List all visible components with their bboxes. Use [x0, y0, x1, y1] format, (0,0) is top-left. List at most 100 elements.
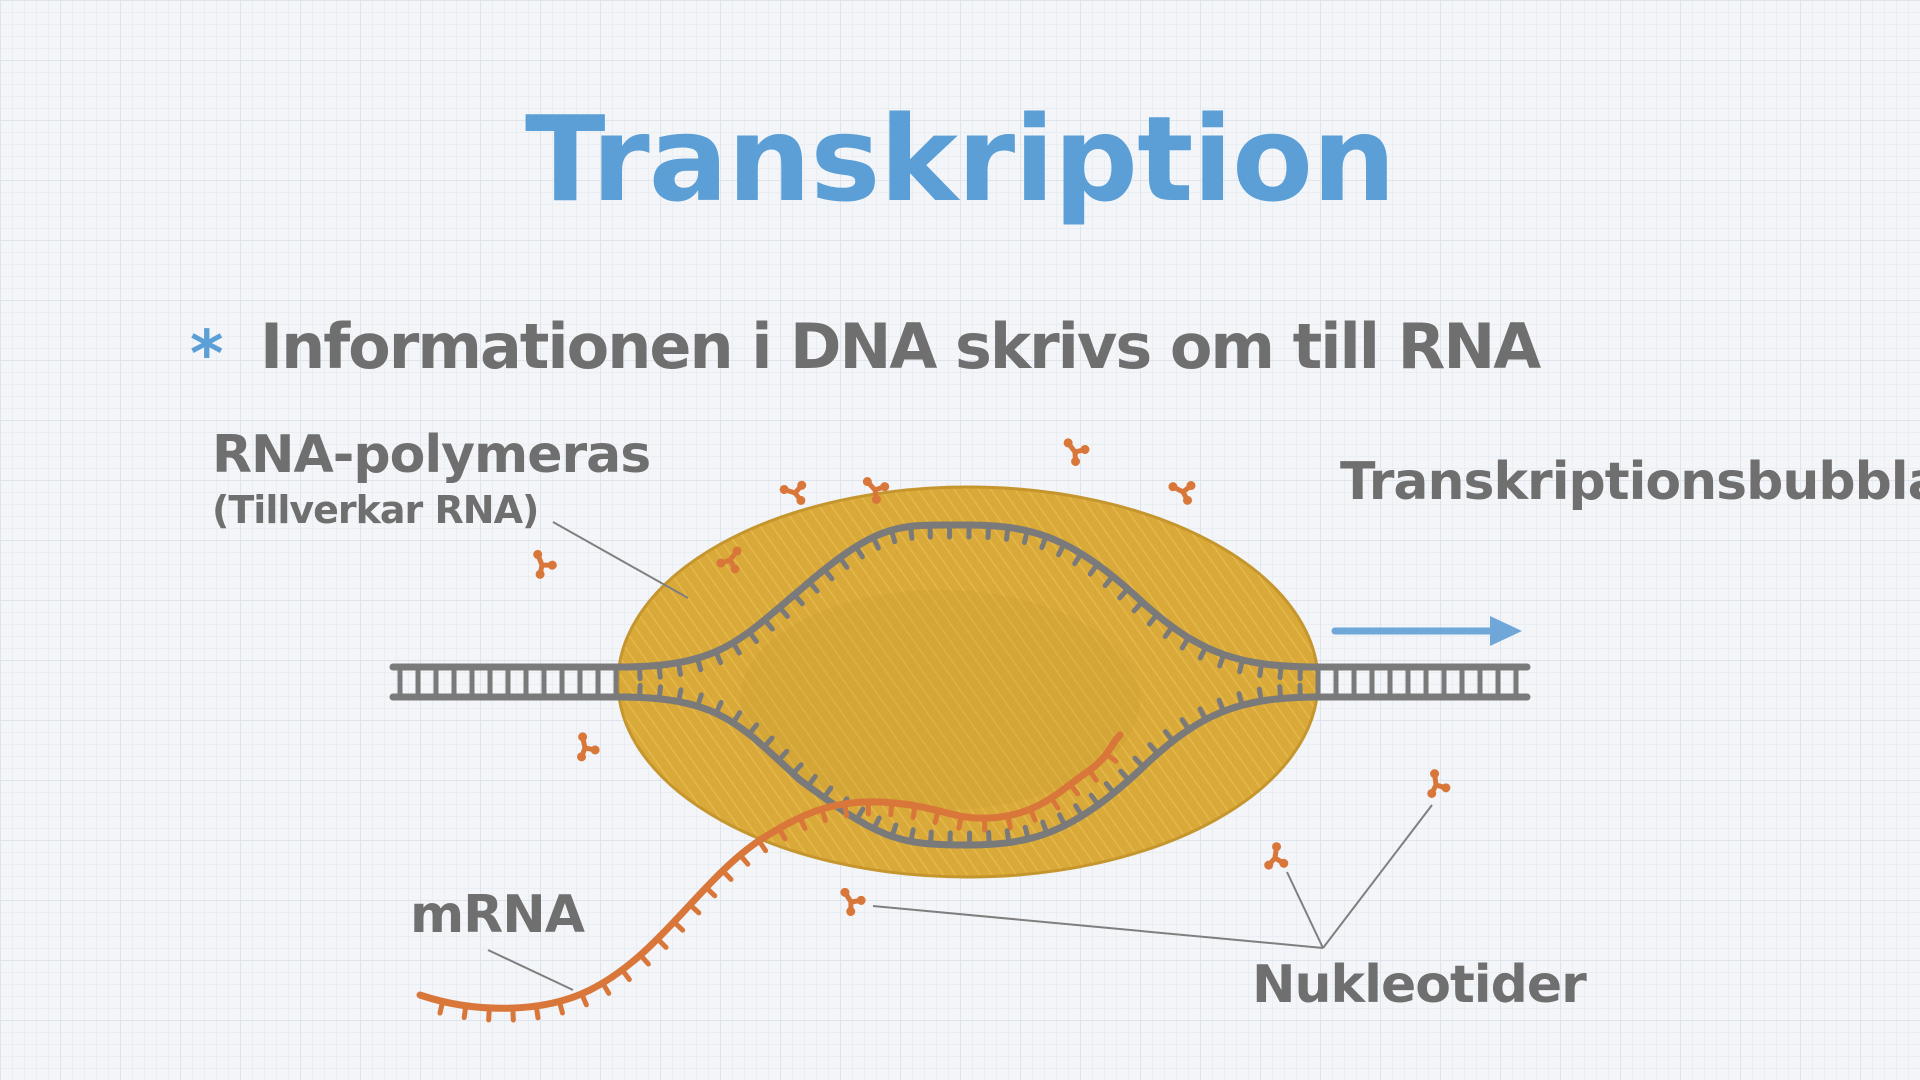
nucleotide-base — [694, 655, 704, 673]
nucleotide-base — [1067, 781, 1081, 797]
nucleotide-base — [730, 710, 743, 726]
nucleotide-base — [910, 803, 918, 821]
dna-right-segment — [1306, 663, 1531, 701]
nucleotide-base — [746, 722, 760, 737]
nucleotide-base — [1022, 824, 1031, 842]
nucleotide-base — [837, 555, 850, 570]
nucleotide-base — [1147, 742, 1161, 757]
nucleotide-base — [792, 592, 805, 607]
nucleotide-base — [889, 822, 899, 839]
nucleotide-base — [737, 852, 751, 867]
nucleotide-base — [1256, 686, 1264, 704]
nucleotide-base — [1197, 644, 1209, 661]
nucleotide-base — [713, 699, 724, 716]
nucleotide-base — [1048, 795, 1061, 811]
nucleotide-base — [1087, 561, 1100, 577]
nucleotide-base — [761, 735, 775, 750]
nucleotide-base — [1118, 768, 1132, 783]
nucleotide-base — [746, 629, 759, 645]
nucleotide-base — [1257, 661, 1265, 678]
nucleotide-base — [888, 527, 898, 545]
label-rna-polymerase-note: (Tillverkar RNA) — [212, 488, 539, 532]
nucleotide-base — [1197, 706, 1209, 723]
bullet-marker-icon: * — [190, 318, 224, 392]
nucleotide-base — [1057, 812, 1068, 828]
nucleotide-base — [854, 806, 866, 822]
nucleotide-base — [1021, 528, 1030, 545]
nucleotide-base — [853, 544, 865, 560]
nucleotide-base — [1039, 533, 1049, 551]
nucleotide-base — [777, 604, 790, 619]
bottom-strand-bases — [637, 682, 1303, 848]
nucleotide-base — [437, 998, 446, 1016]
nucleotide-base — [1103, 781, 1117, 796]
nucleotide-base — [713, 649, 724, 666]
nucleotide-base — [1236, 691, 1245, 708]
nucleotide-base — [486, 1005, 492, 1023]
nucleotide-base — [842, 801, 850, 819]
nucleotide-base — [579, 991, 589, 1008]
nucleotide-base — [687, 902, 702, 916]
nucleotide-base — [533, 1003, 541, 1021]
nucleotide-base — [695, 692, 704, 709]
label-rna-polymerase: RNA-polymeras — [212, 425, 651, 485]
nucleotide-base — [703, 885, 718, 899]
nucleotide-base — [1027, 806, 1038, 823]
nucleotide-base — [1103, 751, 1119, 764]
nucleotide-base — [888, 800, 895, 818]
nucleotide-base — [1056, 541, 1067, 558]
nucleotide-base — [671, 919, 686, 933]
nucleotide-base — [1004, 828, 1012, 846]
pointer-lines — [487, 521, 1433, 991]
nucleotide-base — [730, 640, 742, 656]
nucleotide-base — [819, 806, 828, 823]
nucleotide-base — [656, 684, 663, 702]
nucleotide-base — [1131, 599, 1145, 614]
label-nucleotides: Nukleotider — [1252, 955, 1587, 1015]
nucleotide-base — [986, 829, 992, 847]
nucleotide-base — [1179, 635, 1191, 651]
nucleotide-base — [1003, 524, 1011, 542]
nucleotide-base — [655, 936, 669, 950]
bullet-point: * Informationen i DNA skrivs om till RNA — [190, 305, 1541, 392]
nucleotide-base — [676, 687, 684, 705]
label-mrna: mRNA — [410, 885, 585, 945]
nucleotide-base — [797, 815, 808, 831]
nucleotide-base — [776, 826, 788, 842]
nucleotide-base — [461, 1003, 469, 1021]
nucleotide-base — [776, 748, 790, 763]
nucleotide-base — [556, 998, 565, 1016]
nucleotide-base — [720, 868, 734, 882]
nucleotide-base — [908, 827, 916, 844]
nucleotide-base — [927, 829, 934, 847]
nucleotide-base — [637, 952, 651, 967]
direction-arrow-icon — [1331, 616, 1522, 646]
bullet-text: Informationen i DNA skrivs om till RNA — [260, 309, 1541, 383]
nucleotide-base — [932, 808, 941, 825]
polymerase-shade — [740, 590, 1140, 810]
nucleotide-base — [1277, 663, 1284, 681]
nucleotide-base — [637, 682, 643, 700]
nucleotide-base — [1088, 792, 1101, 808]
nucleotide-base — [1217, 652, 1227, 669]
nucleotide-base — [675, 660, 683, 677]
nucleotide-base — [1162, 624, 1175, 639]
nucleotide-base — [821, 566, 835, 582]
nucleotide-base — [1162, 729, 1176, 744]
nucleotide-base — [1073, 803, 1085, 819]
top-strand-bases — [637, 522, 1303, 682]
nucleotide-base — [1216, 697, 1226, 714]
nucleotide-base — [1146, 612, 1160, 627]
nucleotide-base — [806, 579, 820, 594]
nucleotide-base — [1277, 684, 1284, 702]
nucleotide-base — [1117, 586, 1131, 601]
nucleotide-base — [790, 762, 804, 777]
mrna-strand — [416, 731, 1124, 1012]
nucleotide-base — [756, 838, 769, 854]
nucleotide-base — [762, 617, 775, 632]
nucleotide-base — [1179, 717, 1192, 733]
nucleotide-base — [908, 523, 915, 541]
mrna-bases — [437, 751, 1119, 1023]
nucleotide-base — [985, 523, 992, 541]
nucleotide-base — [1040, 819, 1050, 836]
